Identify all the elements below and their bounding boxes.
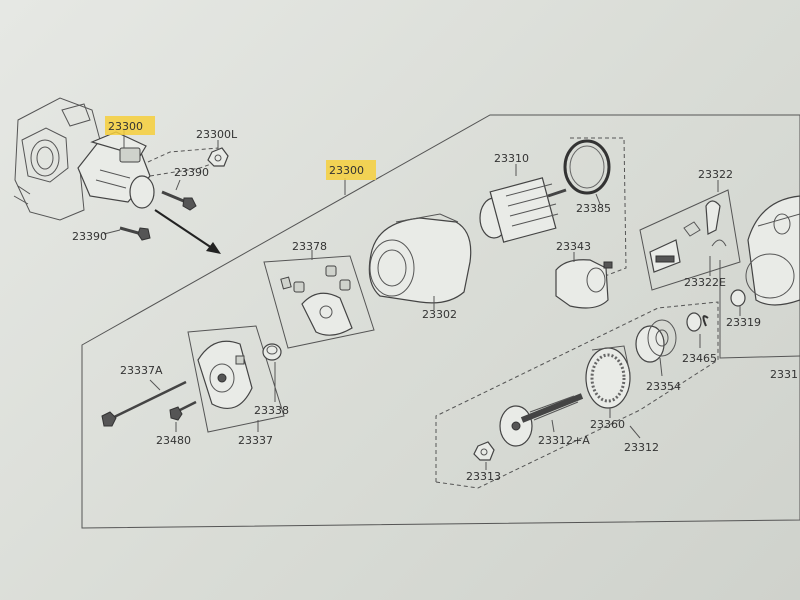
rear-cover-icon [197, 340, 253, 409]
brush-holder-kit-frame [263, 255, 375, 349]
label-23300-sub: 23300 [329, 164, 364, 177]
label-23378: 23378 [292, 240, 327, 253]
nut-icon [473, 441, 495, 461]
starter-motor-small [77, 131, 155, 209]
internal-gear-icon [585, 345, 631, 409]
bushing-319-icon [730, 289, 746, 307]
label-23310: 23310 [494, 152, 529, 165]
label-23302: 23302 [422, 308, 457, 321]
label-2331-cut: 2331 [770, 368, 798, 381]
armature-icon [479, 177, 567, 243]
magnetic-switch-icon [555, 259, 613, 309]
label-23465: 23465 [682, 352, 717, 365]
label-23322e: 23322E [684, 276, 726, 289]
screw-icon [169, 400, 197, 421]
through-bolt-icon [101, 380, 187, 427]
label-23338: 23338 [254, 404, 289, 417]
label-23312: 23312 [624, 441, 659, 454]
front-housing-icon [745, 195, 800, 306]
label-23390-lower: 23390 [72, 230, 107, 243]
brush-holder-kit-icon [280, 265, 353, 336]
label-23343: 23343 [556, 240, 591, 253]
pinion-icon [635, 319, 677, 363]
rear-cover-frame [187, 325, 285, 433]
stopper-clip-icon [686, 312, 709, 332]
label-23480: 23480 [156, 434, 191, 447]
label-23313: 23313 [466, 470, 501, 483]
label-23337a: 23337A [120, 364, 163, 377]
shaft-icon [499, 393, 584, 447]
label-23385: 23385 [576, 202, 611, 215]
direction-arrow-icon [154, 209, 221, 254]
label-23300l: 23300L [196, 128, 238, 141]
highlight-main-assembly [105, 116, 155, 135]
label-23390-upper: 23390 [174, 166, 209, 179]
bushing-icon [262, 343, 282, 361]
nut-23300l-icon [207, 147, 229, 167]
label-23337: 23337 [238, 434, 273, 447]
highlight-sub-assembly [326, 160, 376, 180]
label-23354: 23354 [646, 380, 681, 393]
lever-kit-icon [649, 200, 727, 273]
lever-kit-frame [639, 189, 741, 291]
label-23312a: 23312+A [538, 434, 590, 447]
bolt-upper-icon [161, 190, 197, 211]
seal-ring-icon [563, 139, 611, 195]
label-23300-main: 23300 [108, 120, 143, 133]
label-23319: 23319 [726, 316, 761, 329]
label-23360: 23360 [590, 418, 625, 431]
yoke-icon [368, 213, 472, 304]
label-23322: 23322 [698, 168, 733, 181]
bolt-lower-icon [119, 226, 151, 241]
exploded-view-frame [81, 114, 800, 529]
engine-block-sketch [13, 97, 101, 221]
